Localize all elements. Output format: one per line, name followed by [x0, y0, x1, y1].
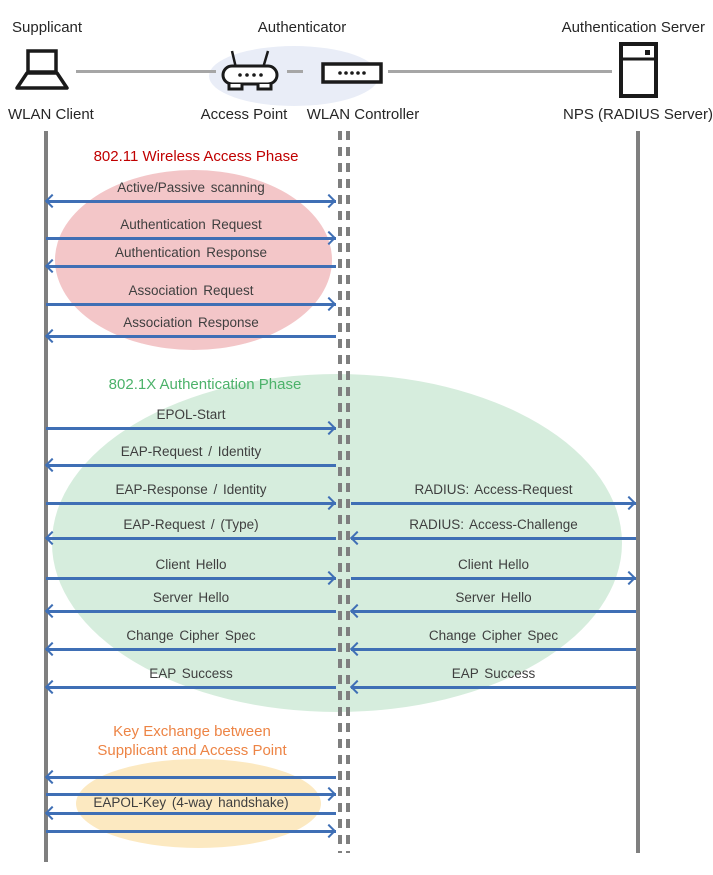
message-label: EAP Success	[451, 666, 536, 681]
message-label: Association Response	[123, 315, 259, 330]
message-label: EPOL-Start	[156, 407, 226, 422]
message-label: Active/Passive scanning	[117, 180, 265, 195]
phase3-heading: Key Exchange between Supplicant and Acce…	[97, 722, 286, 760]
arrowhead-icon	[321, 786, 337, 801]
arrowhead-icon	[349, 679, 365, 694]
message-arrow-line	[351, 502, 636, 505]
message-label: Change Cipher Spec	[126, 628, 256, 643]
arrowhead-icon	[44, 769, 60, 784]
message-arrow-line	[351, 648, 636, 651]
message-label: Change Cipher Spec	[428, 628, 559, 643]
message-arrow-line	[351, 537, 636, 540]
message-arrow-line	[46, 502, 336, 505]
message-label: EAP Success	[149, 666, 233, 681]
message-arrow-line	[46, 776, 336, 779]
server-icon	[619, 42, 658, 98]
message-arrow-line	[351, 686, 636, 689]
arrowhead-icon	[621, 495, 637, 510]
message-label: Server Hello	[455, 590, 532, 605]
message-label: RADIUS: Access-Request	[414, 482, 573, 497]
message-arrow-line	[351, 577, 636, 580]
phase1-heading: 802.11 Wireless Access Phase	[93, 148, 299, 165]
message-label: EAP-Request / (Type)	[123, 517, 259, 532]
connector-line	[388, 70, 612, 73]
message-arrow-line	[46, 335, 336, 338]
message-arrow-line	[46, 812, 336, 815]
controller-lifeline-dashed-right	[346, 131, 350, 853]
message-label: EAP-Response / Identity	[115, 482, 267, 497]
arrowhead-icon	[44, 603, 60, 618]
message-label: RADIUS: Access-Challenge	[409, 517, 578, 532]
controller-lifeline-dashed-left	[338, 131, 342, 853]
message-arrow-line	[46, 793, 336, 796]
server-lifeline	[636, 131, 640, 853]
message-label: EAP-Request / Identity	[120, 444, 262, 459]
arrowhead-icon	[44, 530, 60, 545]
arrowhead-icon	[44, 258, 60, 273]
message-label: EAPOL-Key (4-way handshake)	[93, 795, 289, 810]
message-arrow-line	[46, 265, 336, 268]
arrowhead-icon	[321, 570, 337, 585]
arrowhead-icon	[321, 193, 337, 208]
arrowhead-icon	[349, 603, 365, 618]
message-label: Server Hello	[152, 590, 230, 605]
arrowhead-icon	[621, 570, 637, 585]
message-label: Authentication Response	[114, 245, 268, 260]
access-point-label: Access Point	[200, 106, 288, 123]
authentication-server-role-label: Authentication Server	[561, 19, 705, 36]
arrowhead-icon	[349, 641, 365, 656]
arrowhead-icon	[321, 823, 337, 838]
arrowhead-icon	[321, 420, 337, 435]
message-arrow-line	[351, 610, 636, 613]
message-label: Association Request	[128, 283, 254, 298]
arrowhead-icon	[44, 328, 60, 343]
message-arrow-line	[46, 464, 336, 467]
phase3-heading-line2: Supplicant and Access Point	[97, 742, 287, 759]
message-label: Client Hello	[457, 557, 530, 572]
message-label: Client Hello	[155, 557, 227, 572]
key-exchange-ellipse	[76, 759, 321, 848]
wlan-controller-icon	[321, 62, 383, 84]
message-arrow-line	[46, 303, 336, 306]
message-arrow-line	[46, 830, 336, 833]
arrowhead-icon	[44, 457, 60, 472]
wlan-controller-label: WLAN Controller	[306, 106, 420, 123]
message-label: Authentication Request	[120, 217, 262, 232]
nps-radius-server-label: NPS (RADIUS Server)	[562, 106, 713, 123]
arrowhead-icon	[44, 805, 60, 820]
arrowhead-icon	[349, 530, 365, 545]
dot1x-authentication-phase-ellipse	[52, 374, 622, 712]
message-arrow-line	[46, 577, 336, 580]
arrowhead-icon	[321, 296, 337, 311]
message-arrow-line	[46, 648, 336, 651]
message-arrow-line	[46, 200, 336, 203]
connector-line	[76, 70, 216, 73]
message-arrow-line	[46, 686, 336, 689]
supplicant-role-label: Supplicant	[12, 19, 83, 36]
connector-line	[287, 70, 303, 73]
phase2-heading: 802.1X Authentication Phase	[108, 376, 302, 393]
arrowhead-icon	[321, 230, 337, 245]
message-arrow-line	[46, 537, 336, 540]
laptop-icon	[14, 49, 72, 91]
arrowhead-icon	[44, 641, 60, 656]
arrowhead-icon	[321, 495, 337, 510]
wlan-client-label: WLAN Client	[8, 106, 94, 123]
message-arrow-line	[46, 427, 336, 430]
arrowhead-icon	[44, 193, 60, 208]
supplicant-lifeline	[44, 131, 48, 862]
access-point-icon	[218, 48, 282, 93]
arrowhead-icon	[44, 679, 60, 694]
message-arrow-line	[46, 237, 336, 240]
message-arrow-line	[46, 610, 336, 613]
phase3-heading-line1: Key Exchange between	[113, 723, 271, 740]
authenticator-role-label: Authenticator	[257, 19, 347, 36]
